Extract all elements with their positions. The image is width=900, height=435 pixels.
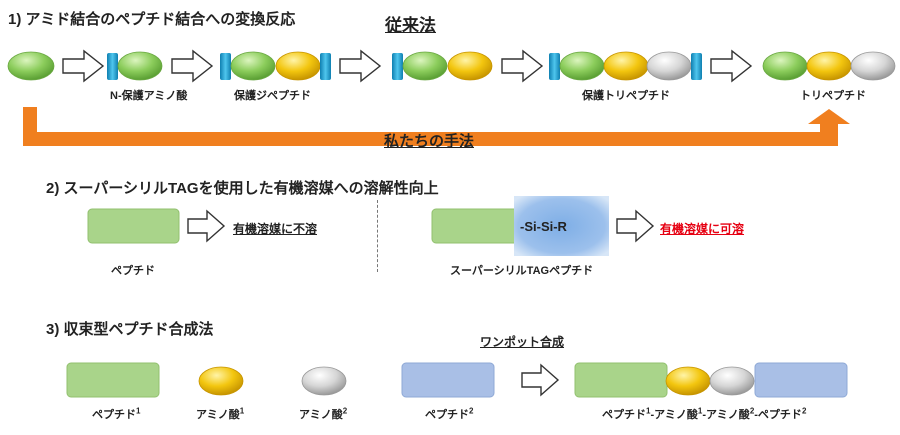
section2-divider — [377, 200, 378, 272]
amino-acid-2-ellipse — [301, 366, 347, 396]
conventional-method-heading: 従来法 — [385, 16, 436, 35]
arrow-right-icon — [339, 49, 382, 83]
amino-acid-2-label: アミノ酸2 — [299, 406, 347, 422]
arrow-right-icon — [501, 49, 544, 83]
tag-text: -Si-Si-R — [520, 219, 567, 234]
arrow-right-icon — [171, 49, 214, 83]
peptide-text: ペプチド — [425, 409, 469, 421]
deprotected-dipeptide-molecule — [392, 51, 493, 81]
single-green-amino-acid — [7, 51, 55, 81]
label-protected-tripeptide: 保護トリペプチド — [582, 90, 670, 102]
convergent-product-label: ペプチド1-アミノ酸1-アミノ酸2-ペプチド2 — [602, 406, 806, 422]
amino-acid-1-ellipse — [198, 366, 244, 396]
protected-tripeptide-molecule — [549, 51, 702, 81]
product-sup: 2 — [749, 406, 755, 416]
peptide-box-insoluble — [87, 208, 180, 244]
product-part: -ペプチド — [754, 409, 802, 421]
superscript-1: 1 — [239, 406, 245, 416]
soluble-label: 有機溶媒に可溶 — [660, 222, 745, 236]
convergent-product-molecule — [574, 362, 848, 398]
section1-title: 1) アミド結合のペプチド結合への変換反応 — [8, 11, 296, 28]
product-part: -アミノ酸 — [702, 409, 750, 421]
product-sup: 2 — [801, 406, 807, 416]
superscript-1: 1 — [136, 406, 141, 416]
product-sup: 1 — [697, 406, 703, 416]
product-part: ペプチド — [602, 409, 646, 421]
section3-title: 3) 収束型ペプチド合成法 — [46, 321, 214, 338]
superscript-2: 2 — [342, 406, 348, 416]
product-part: -アミノ酸 — [650, 409, 698, 421]
label-protected-dipeptide: 保護ジペプチド — [234, 90, 311, 102]
orange-bent-arrow-icon — [23, 107, 850, 146]
section2-title: 2) スーパーシリルTAGを使用した有機溶媒への溶解性向上 — [46, 180, 439, 197]
superscript-2: 2 — [469, 406, 474, 416]
peptide-label-section2: ペプチド — [111, 265, 155, 277]
arrow-right-icon — [616, 209, 655, 243]
amino-acid-text: アミノ酸 — [299, 409, 343, 421]
tag-peptide-label: スーパーシリルTAGペプチド — [450, 265, 594, 277]
product-sup: 1 — [646, 406, 651, 416]
label-n-protected-amino-acid: N-保護アミノ酸 — [110, 90, 188, 102]
peptide-box-tagged — [431, 196, 609, 256]
label-tripeptide: トリペプチド — [800, 90, 866, 102]
peptide-2-label: ペプチド2 — [425, 406, 473, 422]
tripeptide-molecule — [762, 51, 896, 81]
one-pot-synthesis-label: ワンポット合成 — [480, 335, 565, 349]
peptide-2-box — [401, 362, 495, 398]
arrow-right-icon — [521, 363, 560, 397]
our-method-label: 私たちの手法 — [384, 133, 475, 150]
amino-acid-1-label: アミノ酸1 — [196, 406, 244, 422]
n-protected-amino-acid-molecule — [107, 51, 163, 81]
peptide-1-label: ペプチド1 — [92, 406, 140, 422]
peptide-1-box — [66, 362, 160, 398]
arrow-right-icon — [187, 209, 226, 243]
amino-acid-text: アミノ酸 — [196, 409, 240, 421]
insoluble-label: 有機溶媒に不溶 — [233, 222, 318, 236]
arrow-right-icon — [62, 49, 105, 83]
peptide-text: ペプチド — [92, 409, 136, 421]
arrow-right-icon — [710, 49, 753, 83]
protected-dipeptide-molecule — [220, 51, 331, 81]
